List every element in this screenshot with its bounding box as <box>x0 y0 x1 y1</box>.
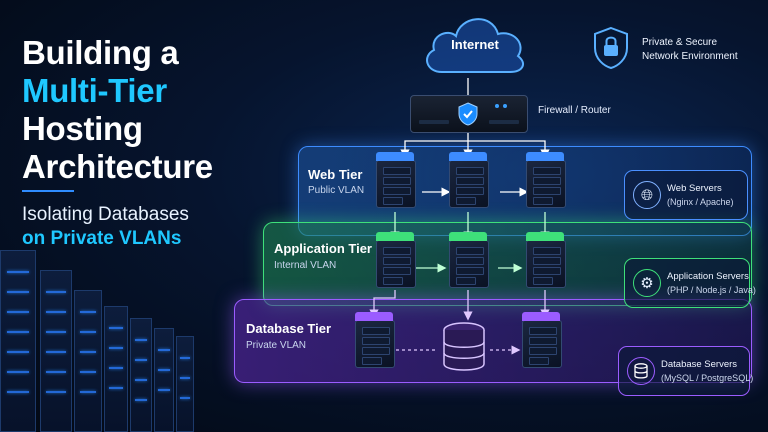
internet-label: Internet <box>451 37 499 52</box>
database-icon <box>627 357 655 385</box>
page-title: Building a Multi-Tier Hosting Architectu… <box>22 34 292 186</box>
card-detail: (PHP / Node.js / Java) <box>667 285 756 295</box>
subtitle: Isolating Databases on Private VLANs <box>22 203 262 251</box>
database-tier-title: Database Tier <box>246 321 332 336</box>
firewall-to-web-link <box>468 140 550 159</box>
application-server <box>376 232 416 288</box>
web-server <box>449 152 489 208</box>
lock-shield-icon <box>594 26 628 70</box>
web-tier-title: Web Tier <box>308 167 363 182</box>
title-divider <box>22 190 74 192</box>
database-cylinder-icon <box>443 322 485 371</box>
firewall-label: Firewall / Router <box>538 105 611 116</box>
card-detail: (MySQL / PostgreSQL) <box>661 373 754 383</box>
title-line-3: Hosting <box>22 110 143 147</box>
database-servers-card: Database Servers (MySQL / PostgreSQL) <box>618 346 754 396</box>
web-server <box>526 152 566 208</box>
web-server <box>376 152 416 208</box>
card-title: Application Servers <box>667 271 749 282</box>
database-tier-vlan: Private VLAN <box>246 340 307 351</box>
server-rack <box>130 318 152 432</box>
gear-icon: ⚙ <box>633 269 661 297</box>
server-rack <box>74 290 102 432</box>
globe-icon: 🌐︎ <box>633 181 661 209</box>
server-rack <box>0 250 36 432</box>
subtitle-line-1: Isolating Databases <box>22 204 189 225</box>
application-server <box>526 232 566 288</box>
cloud-icon <box>426 18 525 73</box>
application-tier-title: Application Tier <box>274 241 372 256</box>
card-title: Database Servers <box>661 359 738 370</box>
title-line-2: Multi-Tier <box>22 72 167 109</box>
firewall-to-web-link <box>400 131 469 159</box>
security-badge-line-2: Network Environment <box>642 51 738 62</box>
app-to-db-link <box>369 290 396 319</box>
web-tier-vlan: Public VLAN <box>308 185 365 196</box>
title-line-1: Building a <box>22 34 179 71</box>
firewall-router-device <box>410 95 528 133</box>
application-servers-card: ⚙ Application Servers (PHP / Node.js / J… <box>624 258 756 308</box>
shield-icon <box>458 102 478 126</box>
application-server <box>449 232 489 288</box>
server-rack <box>154 328 174 432</box>
card-title: Web Servers <box>667 183 722 194</box>
server-rack <box>176 336 194 432</box>
subtitle-line-2: on Private VLANs <box>22 228 182 249</box>
application-tier-vlan: Internal VLAN <box>274 260 337 271</box>
card-detail: (Nginx / Apache) <box>667 197 734 207</box>
server-rack <box>40 270 72 432</box>
database-server <box>355 312 395 368</box>
database-server <box>522 312 562 368</box>
web-servers-card: 🌐︎ Web Servers (Nginx / Apache) <box>624 170 748 220</box>
title-line-4: Architecture <box>22 148 213 185</box>
security-badge-line-1: Private & Secure <box>642 37 718 48</box>
